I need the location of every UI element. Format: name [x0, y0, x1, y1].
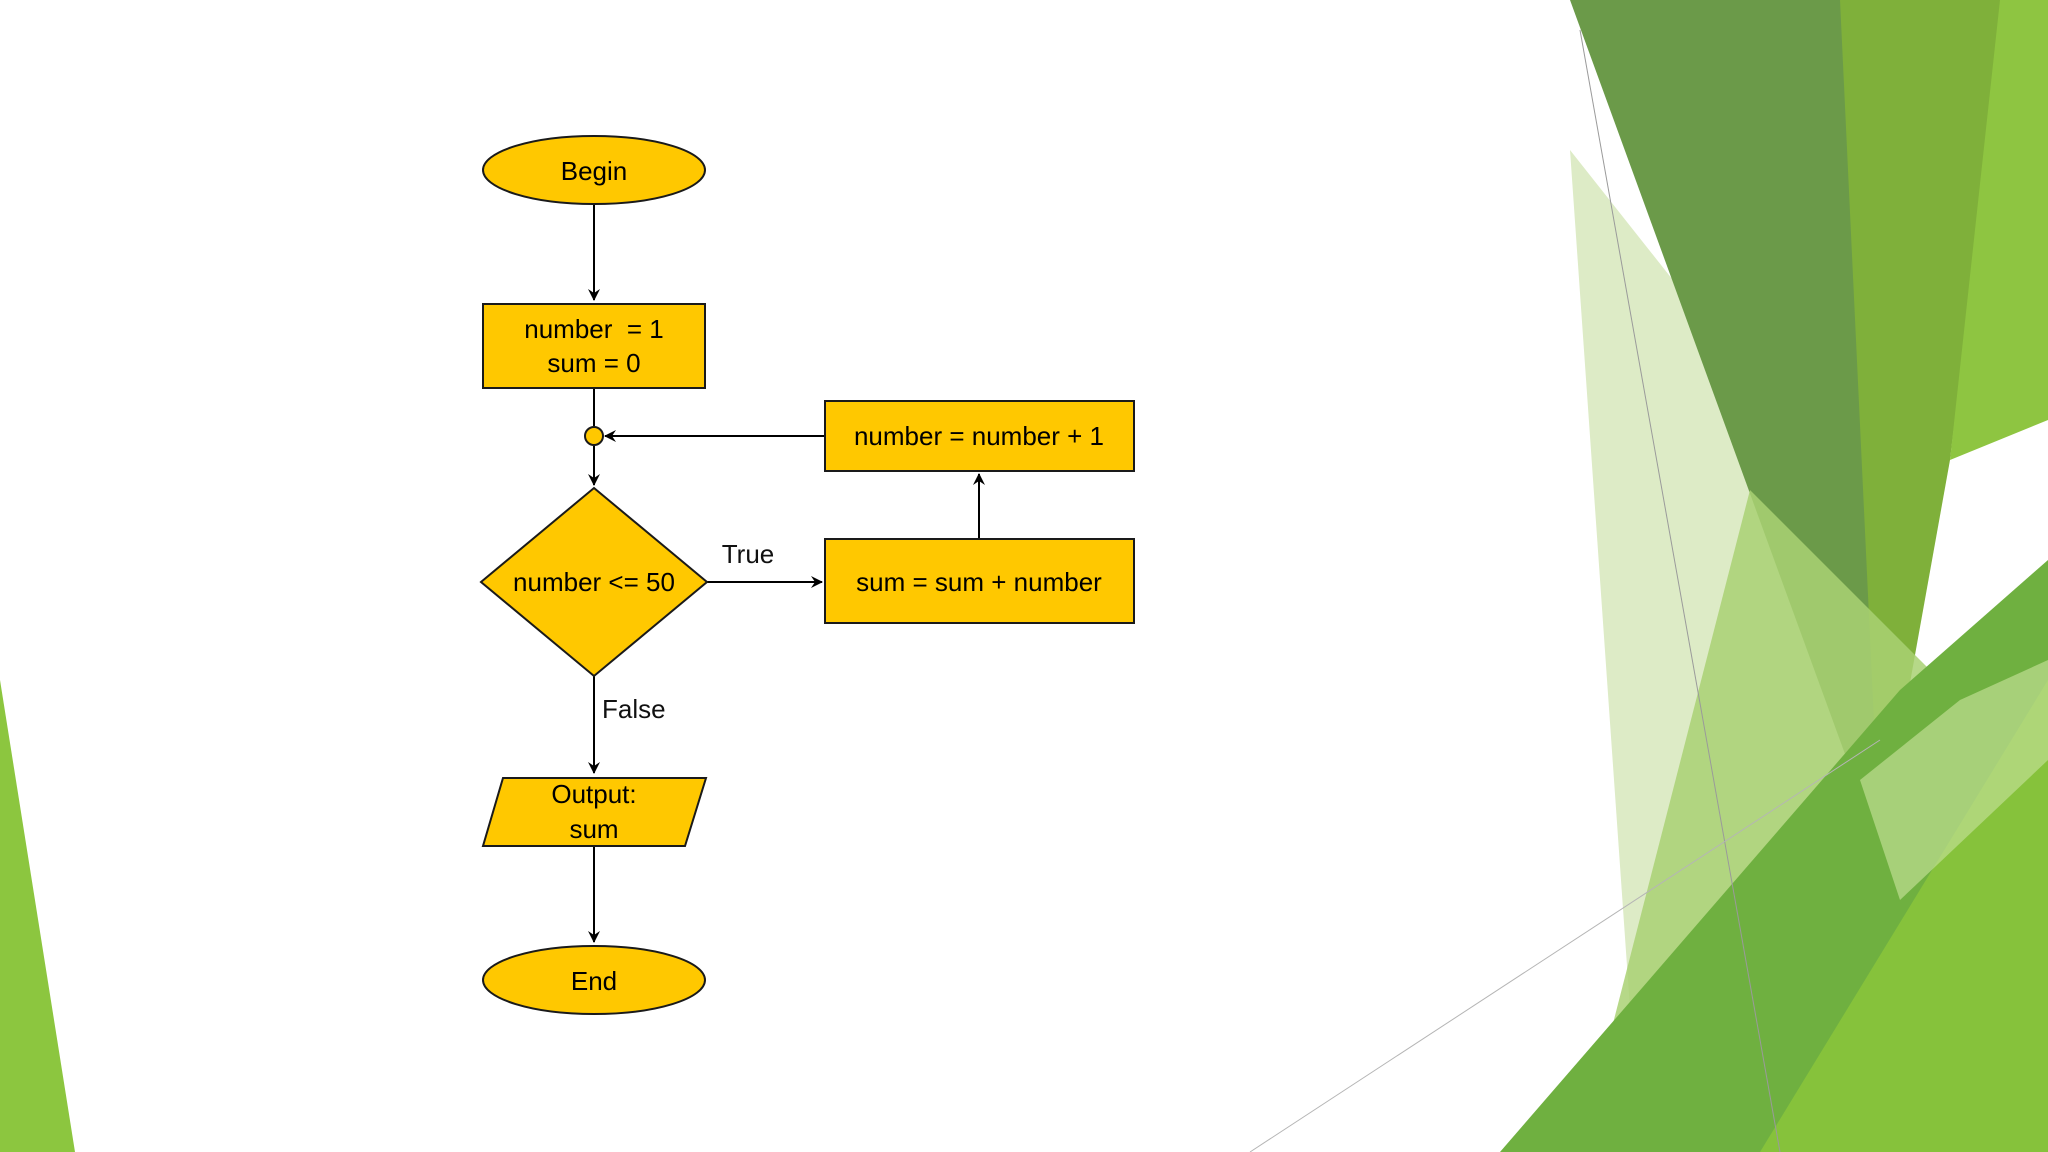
increment-label: number = number + 1	[854, 421, 1104, 451]
sum-step-label: sum = sum + number	[856, 567, 1102, 597]
end-label: End	[571, 966, 617, 996]
loop-junction	[584, 426, 604, 446]
deco-mid-pale-facet	[1860, 660, 2048, 900]
deco-line-1	[1579, 29, 1781, 1152]
false-label: False	[602, 694, 666, 724]
begin-terminal	[482, 135, 706, 205]
condition-label: number <= 50	[513, 567, 675, 597]
condition-decision	[479, 486, 709, 678]
begin-label: Begin	[561, 156, 628, 186]
init-line-2: sum = 0	[547, 348, 640, 378]
output-io	[481, 777, 708, 847]
output-line-2: sum	[569, 814, 618, 844]
end-terminal	[482, 945, 706, 1015]
init-line-1: number = 1	[524, 314, 663, 344]
deco-line-2	[1249, 739, 1881, 1152]
deco-right-facet	[1950, 0, 2048, 460]
output-line-1: Output:	[551, 779, 636, 809]
increment-process	[824, 400, 1135, 472]
true-label: True	[722, 539, 775, 569]
sum-step-process	[824, 538, 1135, 624]
init-process	[482, 303, 706, 389]
left-green-strip	[0, 680, 75, 1152]
